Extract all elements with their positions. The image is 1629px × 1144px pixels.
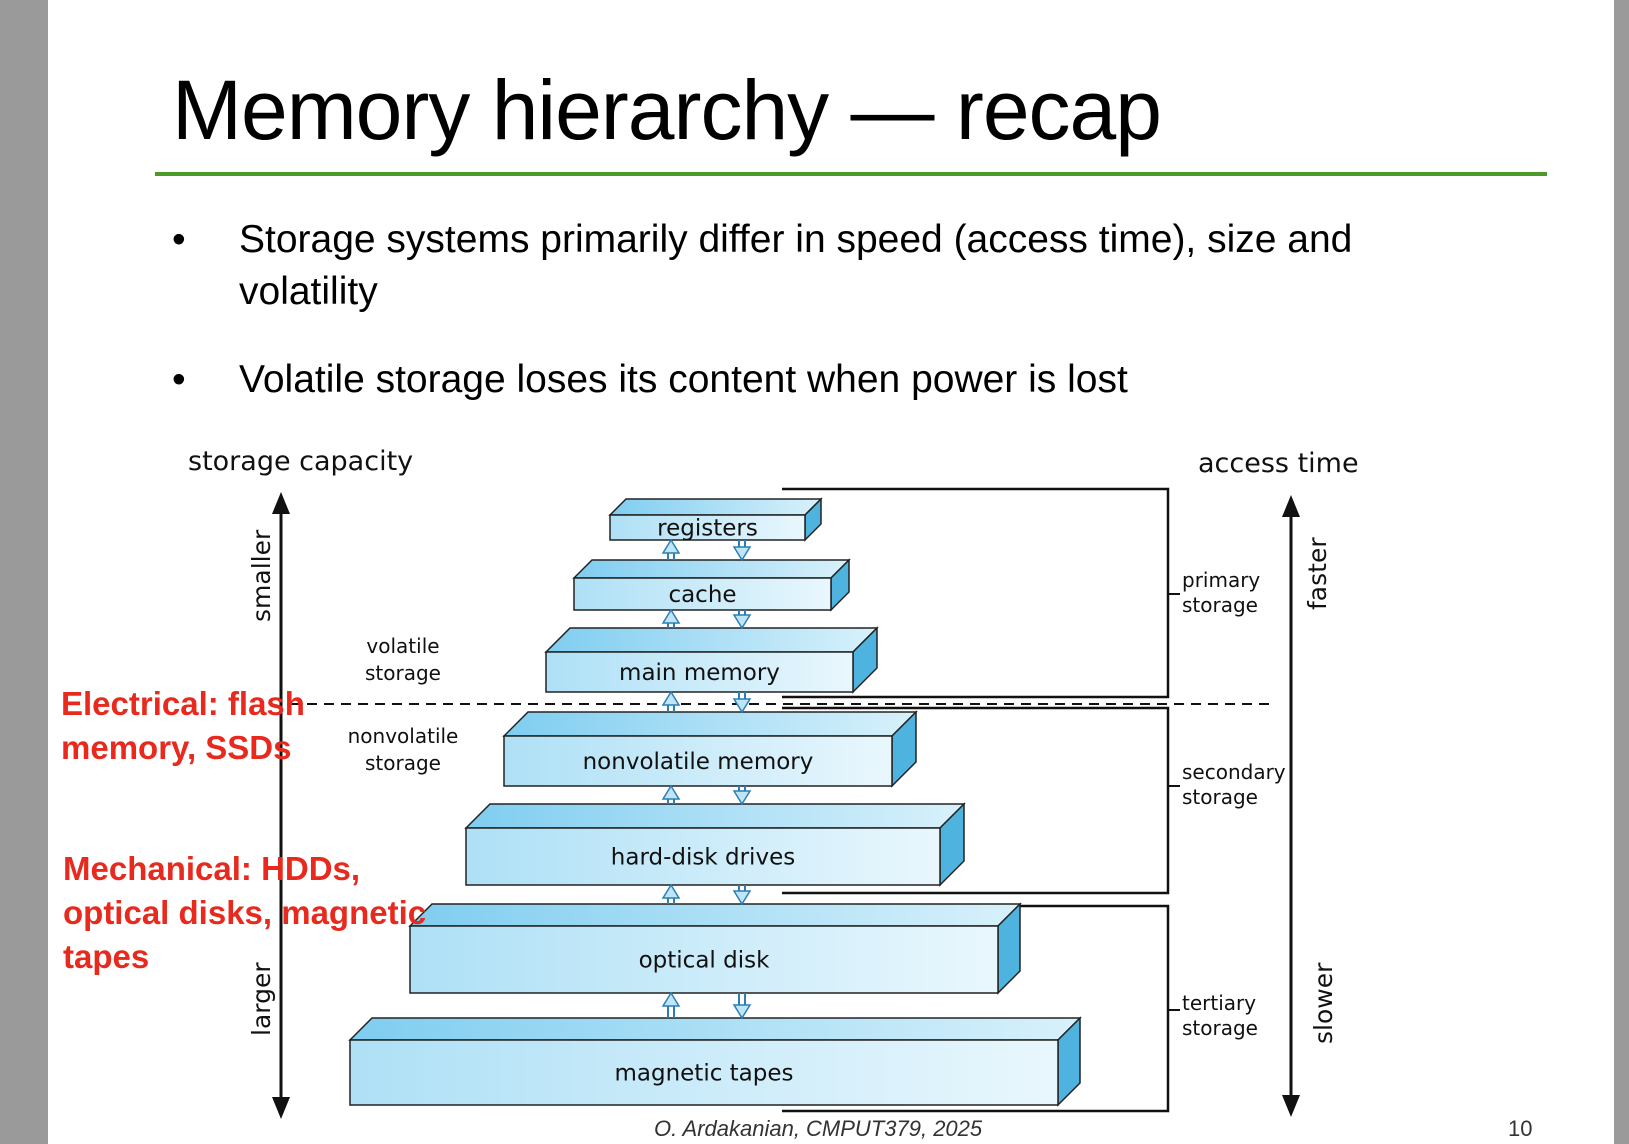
mechanical-annotation: Mechanical: HDDs, optical disks, magneti… [63,850,427,975]
level-box-front [609,514,806,541]
primary-label-line2: storage [1182,593,1258,617]
level-box-top [544,627,879,653]
level-label: hard-disk drives [611,845,795,871]
down-arrow [732,786,752,806]
nonvolatile-label-line1: nonvolatile [348,724,459,748]
left-axis-title: storage capacity [188,446,413,477]
bullet-marker: • [172,358,186,401]
bullet-text: Storage systems primarily differ in spee… [239,218,1353,313]
level-label: optical disk [639,948,770,974]
level-label: magnetic tapes [614,1061,793,1087]
nonvolatile-label-line2: storage [365,751,441,775]
secondary-label-line1: secondary [1182,760,1286,784]
right-axis-title: access time [1198,448,1359,479]
level-label: nonvolatile memory [583,749,814,775]
transfer-arrows [661,538,752,1020]
level-box-top [348,1017,1082,1041]
down-arrow [732,692,752,714]
level-box: registers [608,497,823,542]
level-box-top [408,903,1022,927]
access-axis-arrow-down [1282,1095,1300,1117]
level-box: magnetic tapes [348,1016,1082,1107]
level-box: main memory [544,626,879,694]
volatile-label-line1: volatile [366,634,439,658]
level-box-front [349,1039,1059,1106]
bullet-text: Volatile storage loses its content when … [239,358,1128,401]
right-axis-bottom-label: slower [1309,962,1338,1044]
level-box-front [503,735,893,787]
electrical-annotation: Electrical: flash memory, SSDs [61,685,305,766]
footer-credit: O. Ardakanian, CMPUT379, 2025 [654,1116,983,1141]
slide-title: Memory hierarchy — recap [172,63,1162,157]
up-arrow [661,608,681,628]
level-box-top [608,498,823,516]
page-number: 10 [1508,1116,1533,1141]
right-axis-top-label: faster [1303,537,1332,610]
left-axis-bottom-label: larger [247,962,276,1036]
level-box-top [572,559,851,579]
primary-label-line1: primary [1182,568,1260,592]
down-arrow [732,610,752,630]
level-box-top [464,803,966,829]
up-arrow [661,690,681,712]
tertiary-label-line2: storage [1182,1016,1258,1040]
level-box: hard-disk drives [464,802,966,887]
level-box-front [409,925,999,994]
hierarchy-levels: registers cache main memory nonvolatile mem… [348,497,1082,1107]
up-arrow [661,991,681,1018]
down-arrow [732,540,752,562]
down-arrow [732,885,752,906]
capacity-axis-arrow-up [272,492,290,514]
up-arrow [661,883,681,904]
secondary-label-line2: storage [1182,785,1258,809]
level-box: nonvolatile memory [502,710,918,788]
level-box: cache [572,558,851,612]
volatile-label-line2: storage [365,661,441,685]
level-label: cache [668,582,736,608]
down-arrow [732,993,752,1020]
access-axis-arrow-up [1282,495,1300,517]
bullet-marker: • [172,218,186,261]
left-axis-top-label: smaller [247,529,276,622]
up-arrow [661,538,681,560]
level-label: registers [657,516,758,542]
level-box-front [545,651,854,693]
capacity-axis-arrow-down [272,1097,290,1119]
title-underline [155,172,1547,176]
level-box-top [502,711,918,737]
secondary-bracket [782,706,1170,895]
level-box: optical disk [408,902,1022,995]
up-arrow [661,784,681,804]
tertiary-label-line1: tertiary [1182,991,1256,1015]
level-label: main memory [619,660,780,686]
level-box-front [465,827,941,886]
level-box-front [573,577,832,611]
